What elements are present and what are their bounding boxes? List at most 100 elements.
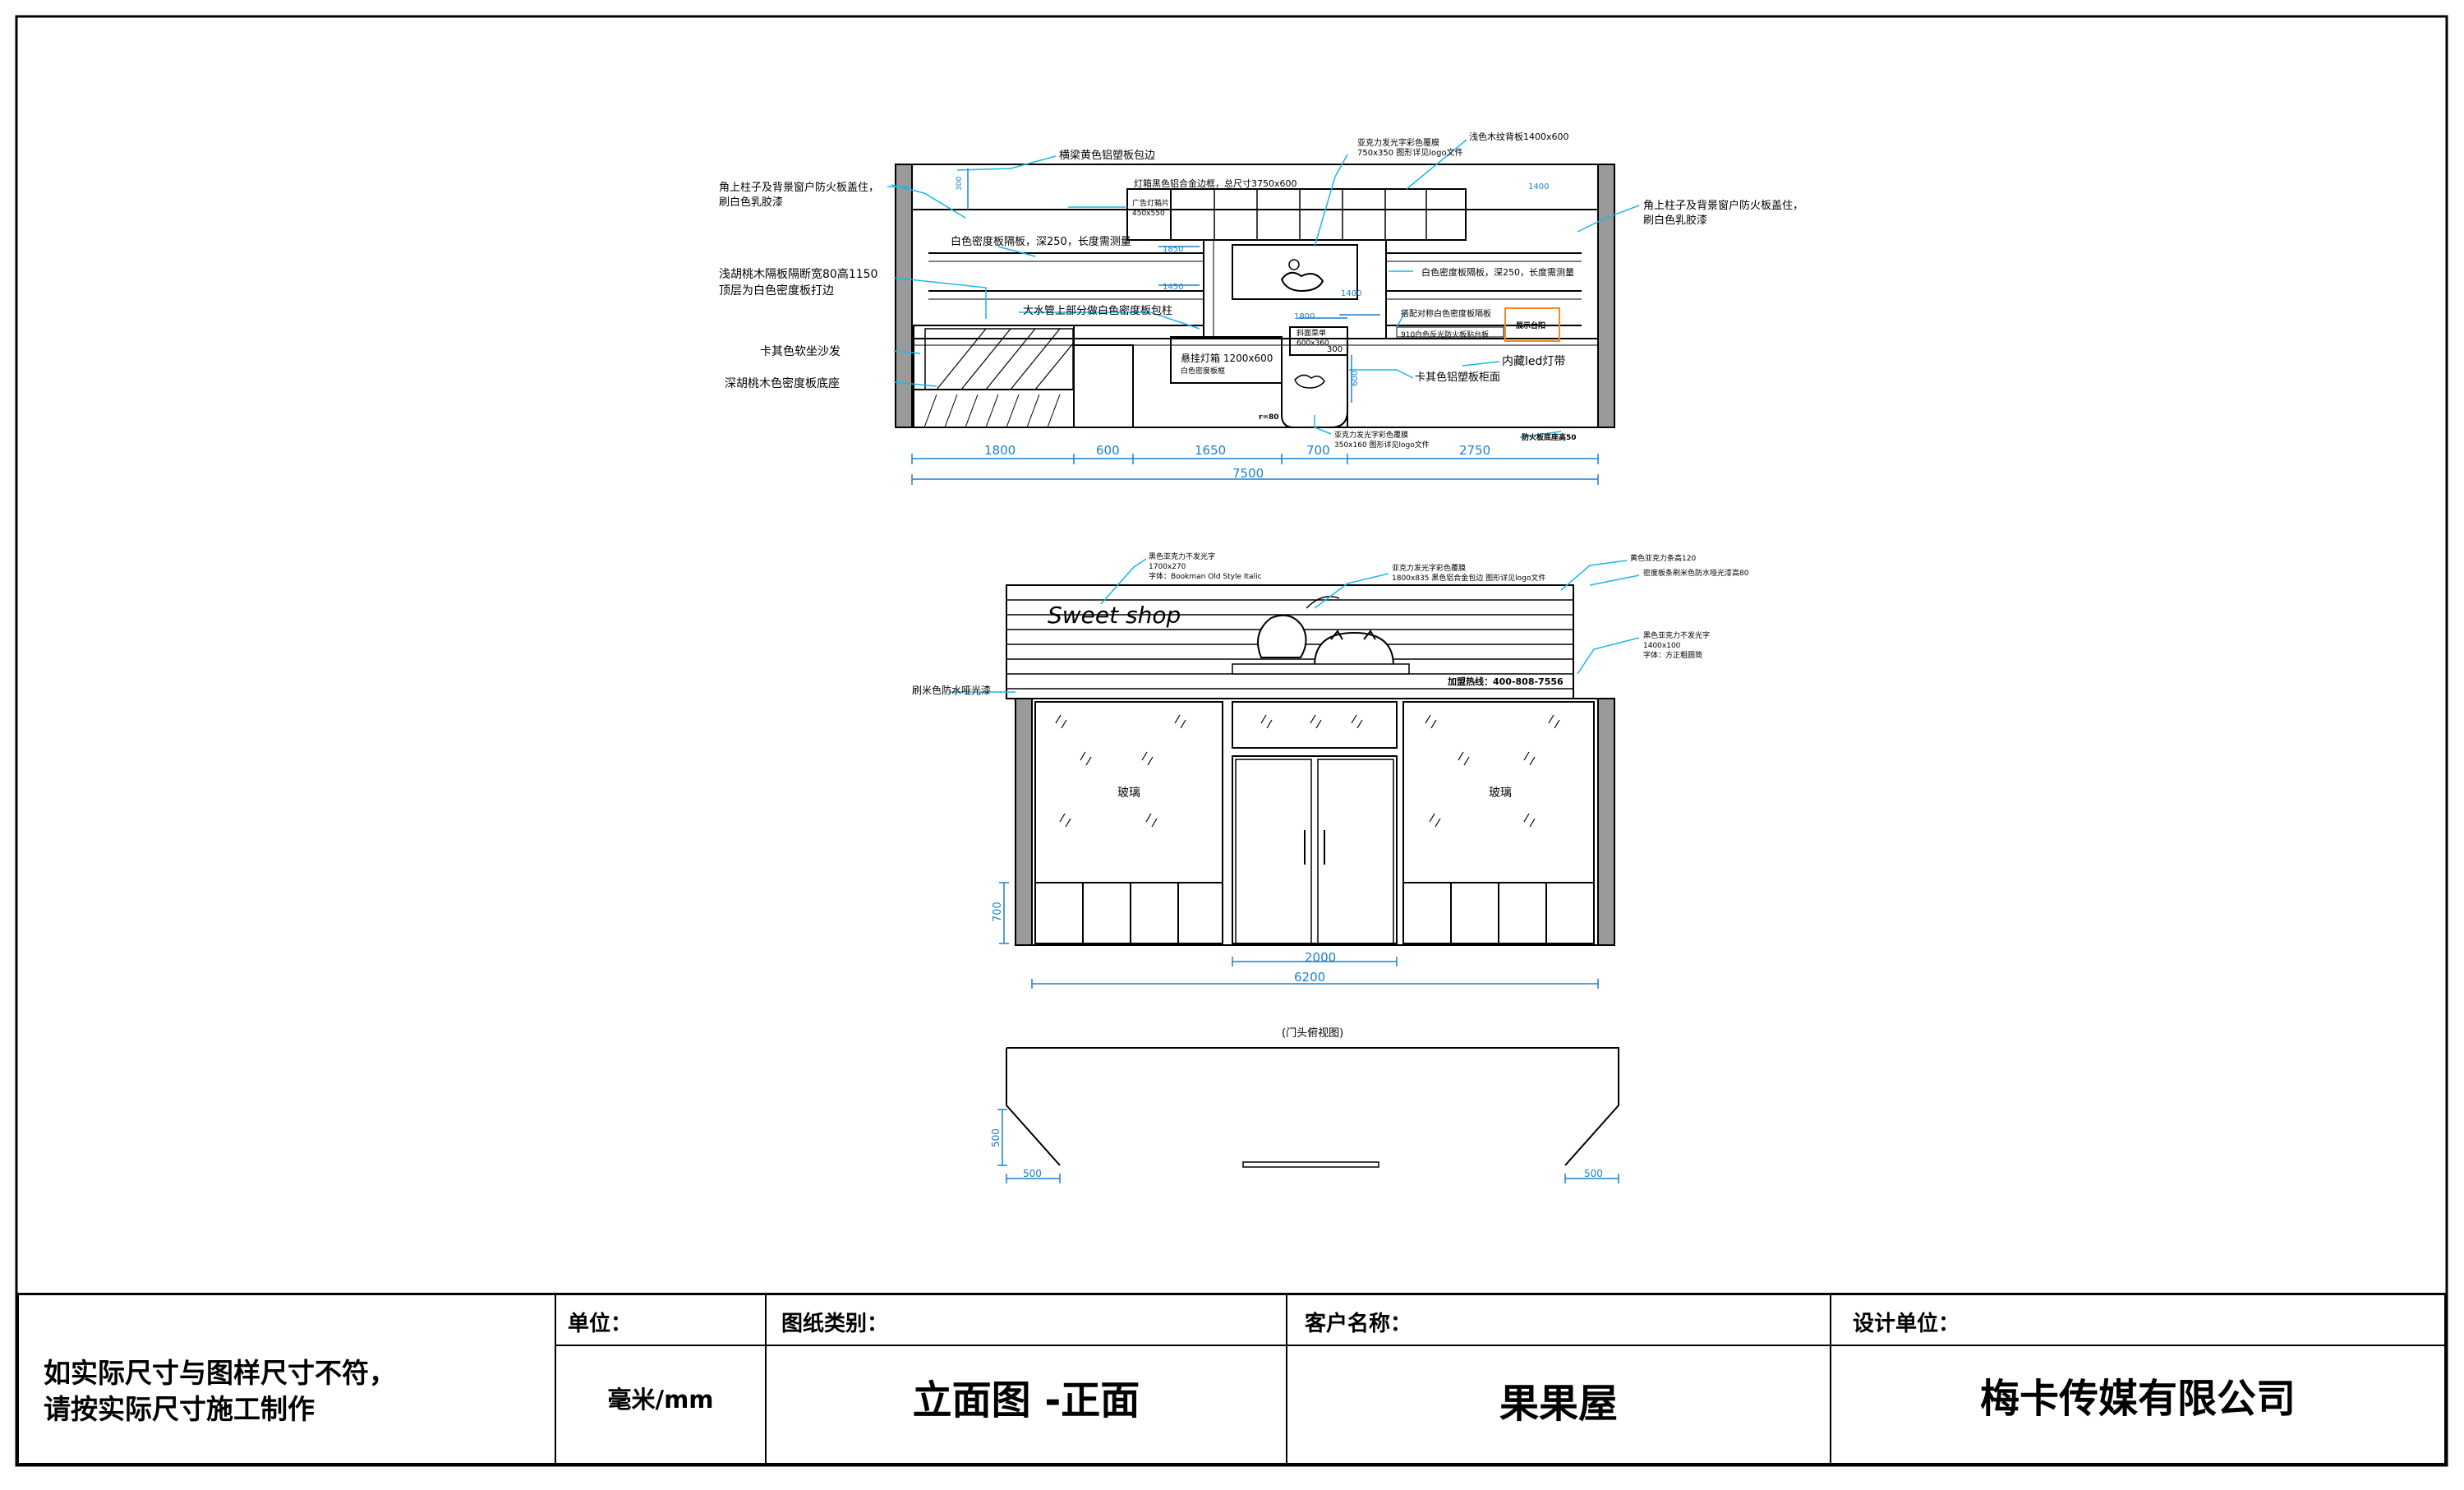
note-sofa-base: 深胡桃木色密度板底座 (725, 376, 840, 390)
storefront-facade: 玻璃 玻璃 Sweet shop 加盟热线：400-808-7556 黑色亚克力… (912, 551, 1749, 989)
note-black-acrylic-2: 黑色亚克力不发光字 (1643, 630, 1710, 640)
note-radius: r=80 (1259, 413, 1279, 422)
note-light-wood-board: 浅色木纹背板1400x600 (1469, 131, 1569, 142)
unit-value: 毫米/mm (607, 1386, 714, 1414)
client-name-value: 果果屋 (1499, 1381, 1618, 1427)
note-acrylic-color: 亚克力发光字彩色覆膜 (1392, 563, 1466, 573)
menu-box (1289, 326, 1348, 356)
drawing-type-value: 立面图 -正面 (912, 1377, 1140, 1423)
client-name-label: 客户名称： (1305, 1312, 1412, 1336)
dim-total-7500: 7500 (1232, 466, 1264, 481)
note-acrylic-sign-2: 亚克力发光字彩色覆膜 (1334, 430, 1408, 440)
note-hanging-box-sub: 白色密度板框 (1181, 366, 1225, 376)
note-pipe-column: 大水管上部分做白色密度板包柱 (1023, 304, 1172, 317)
shop-logo-icon (1257, 614, 1307, 658)
dim-seg-2750: 2750 (1459, 443, 1490, 458)
dim-plan-500-right: 500 (1584, 1168, 1603, 1179)
dim-plan-500-vertical: 500 (990, 1128, 1002, 1147)
note-sofa: 卡其色软坐沙发 (760, 344, 841, 358)
note-beam-edge: 横梁黄色铝塑板包边 (1059, 149, 1155, 162)
dim-facade-6200: 6200 (1294, 970, 1325, 985)
drawing-type-label: 图纸类别： (781, 1312, 889, 1336)
title-block-divider (1830, 1295, 1831, 1463)
dim-seg-600: 600 (1096, 443, 1120, 458)
plan-outline (1006, 1047, 1619, 1166)
note-menu-box-size: 600x360 (1296, 339, 1329, 348)
right-column (1597, 164, 1615, 428)
light-box-frame (1126, 188, 1467, 241)
dim-300-menu: 300 (1327, 345, 1343, 354)
note-shelf-right: 白色密度板隔板，深250，长度需测量 (1421, 266, 1574, 278)
logo-panel (1232, 244, 1358, 300)
designer-value: 梅卡传媒有限公司 (1979, 1376, 2296, 1422)
shop-name: Sweet shop (1048, 602, 1181, 629)
plan-title: (门头俯视图) (1282, 1026, 1343, 1040)
note-black-acrylic-2-font: 字体：方正粗圆简 (1643, 650, 1702, 660)
note-walnut-partition-2: 顶层为白色密度板打边 (719, 284, 834, 298)
glass-label-left: 玻璃 (1117, 786, 1140, 800)
plan-dimensions (997, 1109, 1619, 1183)
door-transom (1232, 701, 1398, 749)
note-acrylic-sign-1-sub: 750x350 图形详见logo文件 (1357, 147, 1463, 158)
note-display-table: 展示台阳 (1516, 321, 1545, 330)
note-beige-paint: 刷米色防水哑光漆 (912, 684, 991, 696)
top-plan-view: (门头俯视图) 500 500 500 (990, 1026, 1619, 1183)
note-hanging-box: 悬挂灯箱 1200x600 (1181, 352, 1273, 364)
dim-600-vertical: 600 (1351, 371, 1360, 386)
dim-1400-mid: 1400 (1341, 289, 1361, 298)
dimension-chain (911, 454, 1599, 485)
note-acrylic-sign-1: 亚克力发光字彩色覆膜 (1357, 137, 1439, 148)
leader-lines (887, 139, 1640, 438)
note-corner-right-1: 角上柱子及背景窗户防火板盖住， (1643, 199, 1803, 212)
note-black-acrylic-2-size: 1400x100 (1643, 642, 1681, 650)
entrance-door[interactable] (1232, 755, 1398, 944)
vertical-dimensions (967, 168, 1380, 403)
note-line-1: 如实际尺寸与图样尺寸不符， (44, 1357, 396, 1389)
dim-seg-700: 700 (1306, 443, 1330, 458)
unit-label: 单位： (568, 1312, 633, 1336)
dim-seg-1800: 1800 (984, 443, 1016, 458)
note-acrylic-color-sub: 1800x835 黑色铝合金包边 图形详见logo文件 (1392, 573, 1545, 583)
facade-dimensions (999, 882, 1599, 989)
note-fire-base: 防火板底座高50 (1522, 432, 1577, 442)
counter-logo-icon (1294, 374, 1325, 389)
glass-reflection-marks (1055, 714, 1560, 828)
title-block-divider (1286, 1295, 1287, 1463)
dim-300-vertical: 300 (956, 177, 964, 191)
note-acrylic-sign-2-sub: 350x160 图形详见logo文件 (1334, 440, 1430, 450)
note-corner-left-1: 角上柱子及背景窗户防火板盖住， (719, 181, 879, 194)
note-black-acrylic-1-font: 字体：Bookman Old Style Italic (1149, 571, 1262, 581)
facade-left-column (1015, 698, 1033, 946)
glass-label-right: 玻璃 (1489, 786, 1512, 800)
left-column (895, 164, 913, 428)
wall-outline (911, 164, 1599, 428)
designer-label: 设计单位： (1853, 1312, 1960, 1336)
title-block: 如实际尺寸与图样尺寸不符， 请按实际尺寸施工制作 单位： 毫米/mm 图纸类别：… (16, 1293, 2447, 1465)
note-walnut-partition-1: 浅胡桃木隔板隔断宽80高1150 (719, 267, 877, 281)
dim-seg-1650: 1650 (1195, 443, 1226, 458)
title-block-divider (555, 1295, 556, 1463)
dim-plan-500-left: 500 (1023, 1168, 1042, 1179)
note-led-strip: 内藏led灯带 (1502, 355, 1565, 368)
note-line-2: 请按实际尺寸施工制作 (44, 1393, 315, 1425)
note-menu-box: 斜面菜单 (1296, 328, 1326, 338)
dim-700-vertical: 700 (992, 902, 1004, 922)
dim-door-2000: 2000 (1305, 950, 1336, 965)
note-corner-right-2: 刷白色乳胶漆 (1643, 214, 1707, 227)
note-ad-box-size: 450x550 (1132, 210, 1165, 218)
sheet-border (15, 15, 2448, 1467)
dim-1850: 1850 (1163, 245, 1183, 254)
note-khaki-counter: 卡其色铝塑板柜面 (1415, 371, 1500, 384)
dim-1450: 1450 (1163, 283, 1183, 292)
note-light-box-frame: 灯箱黑色铝合金边框，总尺寸3750x600 (1134, 178, 1297, 189)
note-black-acrylic-1-size: 1700x270 (1149, 563, 1186, 571)
plan-door-mark (1242, 1161, 1379, 1168)
dim-1800-small: 1800 (1294, 312, 1315, 321)
hotline: 加盟热线：400-808-7556 (1447, 676, 1564, 687)
note-density-strip: 密度板条刷米色防水哑光漆高80 (1643, 568, 1749, 578)
facade-leader-lines (949, 558, 1640, 693)
logo-figure-icon (1280, 271, 1324, 293)
note-fire-board-strip: 910白色反光防火板贴台板 (1401, 330, 1489, 339)
